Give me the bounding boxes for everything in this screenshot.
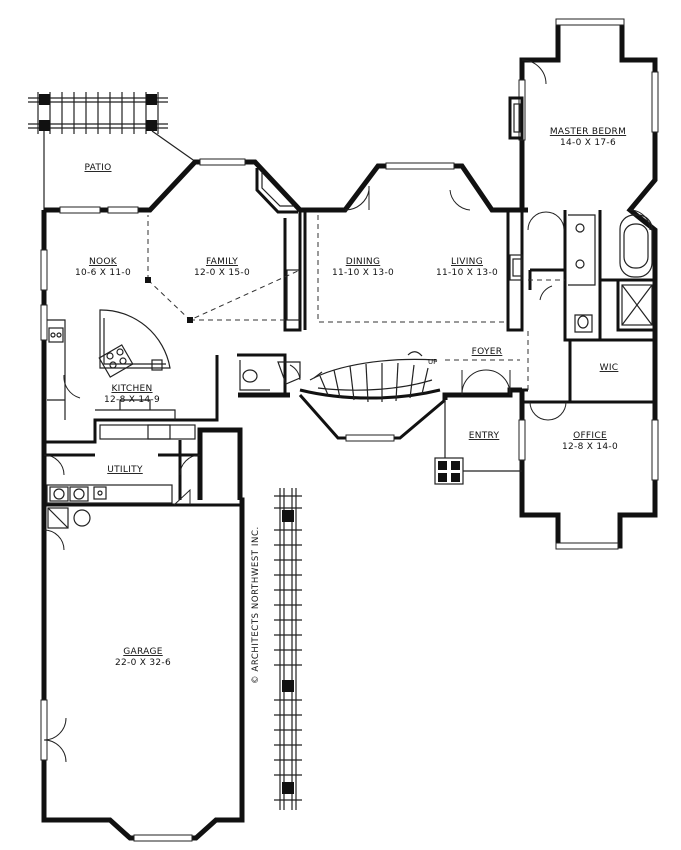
dashed-lines xyxy=(147,215,565,390)
pergola-post xyxy=(146,120,157,131)
architect-credit: © ARCHITECTS NORTHWEST INC. xyxy=(251,526,261,684)
room-name-living: LIVING xyxy=(451,257,483,267)
fireplace-living xyxy=(509,254,523,281)
column xyxy=(145,277,151,283)
kitchen-counter xyxy=(47,319,196,440)
pergola-post xyxy=(39,94,50,105)
trellis-post xyxy=(282,510,294,522)
doors xyxy=(43,59,651,763)
room-dims-garage: 22-0 X 32-6 xyxy=(115,658,171,668)
room-dims-kitchen: 12-8 X 14-9 xyxy=(104,395,160,405)
fireplace-family xyxy=(255,168,298,214)
pergola xyxy=(28,92,168,134)
room-name-utility: UTILITY xyxy=(107,465,143,475)
cooktop xyxy=(98,344,134,378)
room-dims-nook: 10-6 X 11-0 xyxy=(75,268,131,278)
garage-trellis xyxy=(274,488,302,810)
room-name-foyer: FOYER xyxy=(472,347,503,357)
room-name-entry: ENTRY xyxy=(469,431,500,441)
room-dims-dining: 11-10 X 13-0 xyxy=(332,268,394,278)
room-name-wic: WIC xyxy=(600,363,619,373)
pergola-post xyxy=(146,94,157,105)
interior-walls xyxy=(44,210,655,500)
room-dims-master-bedroom: 14-0 X 17-6 xyxy=(560,138,616,148)
room-dims-living: 11-10 X 13-0 xyxy=(436,268,498,278)
kitchen-island xyxy=(99,309,171,369)
room-name-office: OFFICE xyxy=(573,431,607,441)
room-name-master-bedroom: MASTER BEDRM xyxy=(550,127,626,137)
garage-utility xyxy=(47,507,91,529)
room-name-nook: NOOK xyxy=(89,257,118,267)
powder-room xyxy=(239,360,301,391)
room-name-dining: DINING xyxy=(346,257,380,267)
island-sink xyxy=(151,359,163,371)
stair-up-label: UP xyxy=(428,358,437,366)
pergola-post xyxy=(39,120,50,131)
room-dims-family: 12-0 X 15-0 xyxy=(194,268,250,278)
room-name-family: FAMILY xyxy=(206,257,238,267)
room-name-kitchen: KITCHEN xyxy=(111,384,152,394)
patio-outline xyxy=(43,130,197,210)
utility-counter xyxy=(46,484,173,504)
room-name-garage: GARAGE xyxy=(123,647,162,657)
entry-posts xyxy=(434,400,522,485)
room-dims-office: 12-8 X 14-0 xyxy=(562,442,618,452)
trellis-post xyxy=(282,782,294,794)
room-name-patio: PATIO xyxy=(84,163,111,173)
curved-stair xyxy=(298,351,446,442)
fireplace-family-side xyxy=(286,269,300,321)
windows xyxy=(40,18,659,842)
column xyxy=(187,317,193,323)
fireplace-master xyxy=(508,96,524,140)
master-bath xyxy=(568,214,653,333)
trellis-post xyxy=(282,680,294,692)
